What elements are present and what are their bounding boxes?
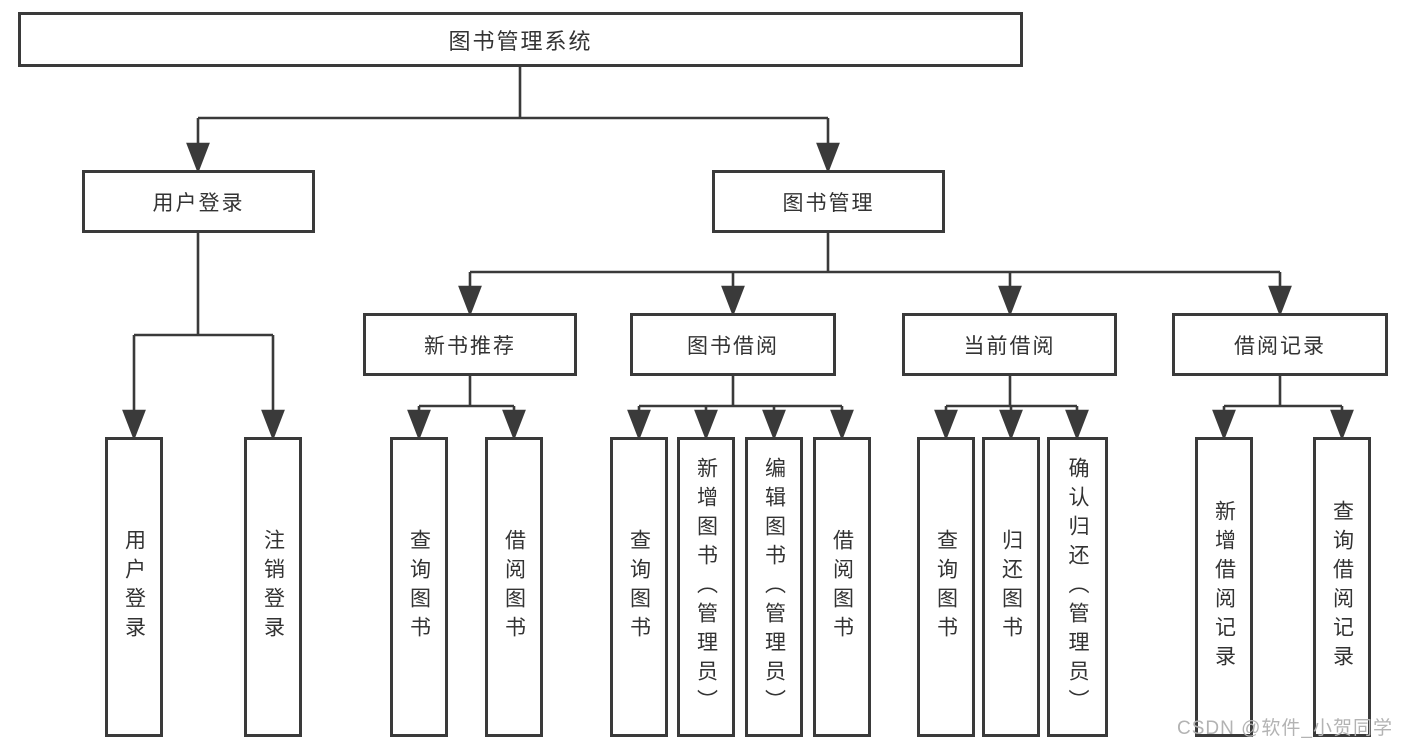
connector-user-login bbox=[122, 233, 285, 441]
leaf-borrow-edit-book-label: 编辑图书（管理员） bbox=[762, 456, 786, 718]
node-book-mgmt-label: 图书管理 bbox=[782, 191, 875, 215]
node-current-borrow-label: 当前借阅 bbox=[963, 334, 1056, 358]
leaf-borrow-edit-book: 编辑图书（管理员） bbox=[745, 437, 803, 737]
arrowhead-icon bbox=[721, 285, 745, 317]
arrowhead-icon bbox=[1065, 409, 1089, 441]
leaf-records-add-record-label: 新增借阅记录 bbox=[1212, 500, 1236, 674]
arrowhead-icon bbox=[934, 409, 958, 441]
arrowhead-icon bbox=[122, 409, 146, 441]
leaf-borrow-add-book-label: 新增图书（管理员） bbox=[694, 456, 718, 718]
arrowhead-icon bbox=[762, 409, 786, 441]
node-user-login-label: 用户登录 bbox=[152, 191, 245, 215]
leaf-borrow-add-book: 新增图书（管理员） bbox=[677, 437, 735, 737]
leaf-current-query-book-label: 查询图书 bbox=[934, 529, 958, 645]
leaf-user-login: 用户登录 bbox=[105, 437, 163, 737]
leaf-records-add-record: 新增借阅记录 bbox=[1195, 437, 1253, 737]
arrowhead-icon bbox=[1268, 285, 1292, 317]
leaf-rec-borrow-book-label: 借阅图书 bbox=[502, 529, 526, 645]
arrowhead-icon bbox=[998, 285, 1022, 317]
leaf-borrow-borrow-book: 借阅图书 bbox=[813, 437, 871, 737]
connector-book-mgmt bbox=[458, 233, 1292, 317]
leaf-logout-login: 注销登录 bbox=[244, 437, 302, 737]
arrowhead-icon bbox=[502, 409, 526, 441]
node-current-borrow: 当前借阅 bbox=[902, 313, 1117, 376]
connector-borrow-records bbox=[1212, 376, 1354, 441]
arrowhead-icon bbox=[999, 409, 1023, 441]
node-root-label: 图书管理系统 bbox=[448, 28, 593, 54]
leaf-rec-borrow-book: 借阅图书 bbox=[485, 437, 543, 737]
arrowhead-icon bbox=[830, 409, 854, 441]
leaf-current-confirm-return: 确认归还（管理员） bbox=[1047, 437, 1108, 737]
arrowhead-icon bbox=[627, 409, 651, 441]
leaf-records-query-record: 查询借阅记录 bbox=[1313, 437, 1371, 737]
node-borrow-records: 借阅记录 bbox=[1172, 313, 1388, 376]
node-new-book-rec: 新书推荐 bbox=[363, 313, 577, 376]
connector-current-borrow bbox=[934, 376, 1089, 441]
node-new-book-rec-label: 新书推荐 bbox=[424, 334, 516, 358]
arrowhead-icon bbox=[458, 285, 482, 317]
leaf-records-query-record-label: 查询借阅记录 bbox=[1330, 500, 1354, 674]
leaf-user-login-label: 用户登录 bbox=[122, 529, 146, 645]
arrowhead-icon bbox=[1330, 409, 1354, 441]
leaf-current-query-book: 查询图书 bbox=[917, 437, 975, 737]
arrowhead-icon bbox=[694, 409, 718, 441]
leaf-rec-query-book: 查询图书 bbox=[390, 437, 448, 737]
watermark: CSDN @软件_小贺同学 bbox=[1177, 718, 1393, 739]
leaf-borrow-query-book: 查询图书 bbox=[610, 437, 668, 737]
arrowhead-icon bbox=[186, 142, 210, 174]
arrowhead-icon bbox=[816, 142, 840, 174]
leaf-borrow-query-book-label: 查询图书 bbox=[627, 529, 651, 645]
leaf-current-confirm-return-label: 确认归还（管理员） bbox=[1066, 456, 1089, 718]
node-borrow-records-label: 借阅记录 bbox=[1234, 334, 1326, 358]
arrowhead-icon bbox=[261, 409, 285, 441]
node-book-borrow-label: 图书借阅 bbox=[687, 334, 779, 358]
node-user-login: 用户登录 bbox=[82, 170, 315, 233]
arrowhead-icon bbox=[407, 409, 431, 441]
node-root: 图书管理系统 bbox=[18, 12, 1023, 67]
leaf-logout-login-label: 注销登录 bbox=[261, 529, 285, 645]
leaf-borrow-borrow-book-label: 借阅图书 bbox=[830, 529, 854, 645]
arrowhead-icon bbox=[1212, 409, 1236, 441]
node-book-borrow: 图书借阅 bbox=[630, 313, 836, 376]
leaf-current-return-book: 归还图书 bbox=[982, 437, 1040, 737]
connector-root bbox=[186, 67, 840, 174]
connector-new-book-rec bbox=[407, 376, 526, 441]
node-book-mgmt: 图书管理 bbox=[712, 170, 945, 233]
leaf-current-return-book-label: 归还图书 bbox=[999, 529, 1023, 645]
connector-book-borrow bbox=[627, 376, 854, 441]
leaf-rec-query-book-label: 查询图书 bbox=[407, 529, 431, 645]
